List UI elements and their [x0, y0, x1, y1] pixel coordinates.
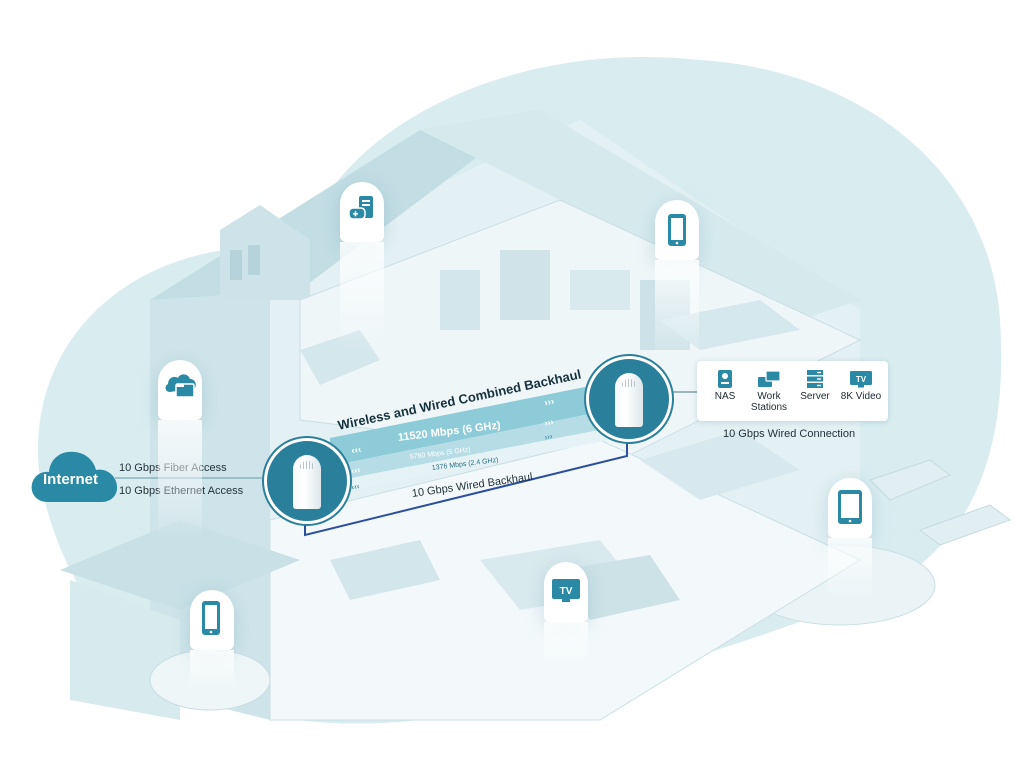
roof-right [420, 110, 860, 320]
server-icon [807, 370, 823, 388]
wired-devices-card: NAS Work Stations Server TV 8K Video [697, 361, 888, 421]
tv-icon-text: TV [856, 375, 867, 384]
workstation-icon [758, 370, 781, 387]
device-8k-video: TV 8K Video [839, 369, 883, 402]
nas-icon [718, 370, 732, 388]
svg-text:‹‹‹: ‹‹‹ [351, 482, 361, 492]
band-5ghz [330, 410, 610, 482]
device-label: Server [800, 391, 830, 402]
tablet-icon [838, 490, 862, 524]
tv-icon: TV [850, 371, 872, 388]
cloud-folder-icon [165, 374, 196, 398]
dormer [220, 205, 310, 300]
device-label: NAS [714, 391, 736, 402]
band-6ghz [330, 382, 610, 466]
device-label: 8K Video [840, 391, 882, 402]
router-device-icon [293, 455, 321, 509]
device-work-stations: Work Stations [747, 369, 791, 413]
wired-connection-label: 10 Gbps Wired Connection [723, 428, 856, 440]
router-device-icon [615, 373, 643, 427]
tv-icon-text: TV [560, 586, 573, 597]
svg-text:‹‹‹: ‹‹‹ [350, 444, 362, 457]
svg-text:›››: ››› [544, 432, 554, 442]
svg-text:›››: ››› [543, 396, 555, 409]
phone-icon [668, 214, 686, 246]
device-label: Work Stations [750, 391, 788, 413]
band-24ghz [330, 428, 610, 494]
internet-label: Internet [43, 471, 99, 488]
game-console-icon [348, 196, 373, 220]
tv-icon: TV [552, 579, 580, 602]
garage-roof [60, 520, 300, 610]
phone-icon [202, 601, 220, 635]
device-server: Server [793, 369, 837, 402]
backhaul-band: ‹‹‹ ››› ‹‹‹ ››› ‹‹‹ ››› [330, 382, 610, 494]
router-right [586, 356, 672, 442]
internet-cloud-icon [31, 451, 118, 502]
svg-text:›››: ››› [543, 416, 554, 428]
router-left [264, 438, 350, 524]
svg-text:‹‹‹: ‹‹‹ [350, 464, 361, 476]
device-nas: NAS [703, 369, 747, 402]
